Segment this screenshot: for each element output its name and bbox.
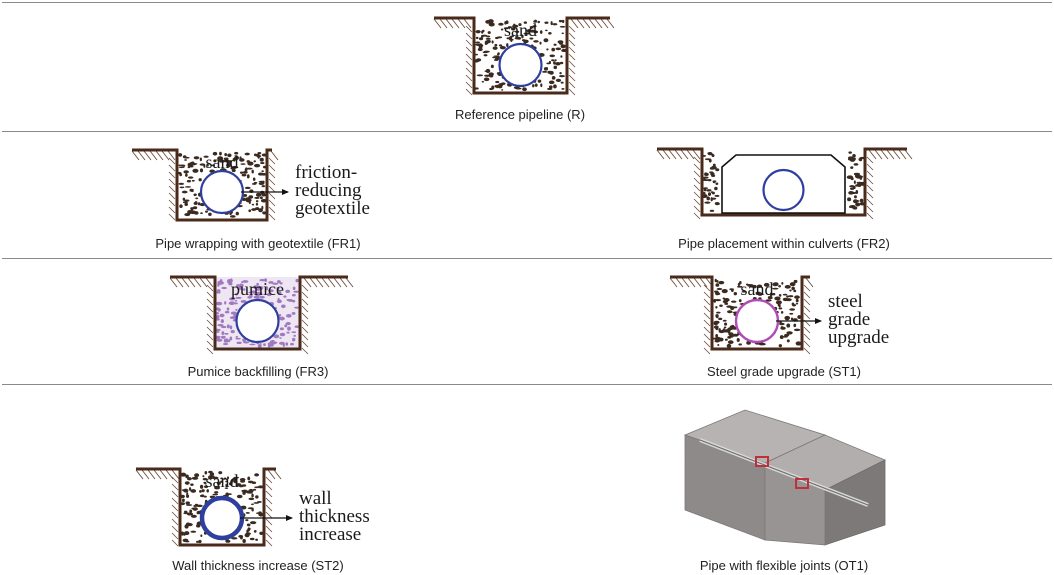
trench-wall-hatching (206, 284, 309, 355)
ground-hatching (131, 150, 176, 161)
annotation-text: increase (299, 524, 361, 545)
flexible-joint-icon (755, 456, 769, 467)
trench-outline (434, 16, 610, 95)
pipe-icon (199, 495, 245, 541)
ground-hatching (570, 18, 615, 29)
caption-fr2: Pipe placement within culverts (FR2) (678, 236, 890, 251)
annotation-text: friction- (295, 162, 357, 183)
annotation-text: steel (828, 291, 863, 312)
pipe-icon (734, 298, 780, 344)
ground-hatching (135, 469, 180, 480)
culvert-diagram-fr2 (656, 147, 913, 220)
ground-hatching (868, 149, 913, 160)
caption-reference: Reference pipeline (R) (454, 107, 586, 122)
flexible-joint-icon (795, 478, 809, 489)
annotation-text: reducing (295, 180, 362, 201)
trench-outline (670, 275, 810, 351)
ground-hatching (303, 277, 354, 288)
trench-wall-hatching (171, 476, 273, 547)
divider-1 (2, 131, 1052, 132)
backfill-texture (846, 151, 866, 210)
trench-outline (657, 147, 907, 217)
pipe-icon (498, 42, 543, 88)
trench-wall-hatching (465, 25, 576, 96)
caption-st2: Wall thickness increase (ST2) (172, 558, 344, 573)
annotation-text: upgrade (828, 327, 889, 348)
pipe-icon (235, 298, 280, 344)
pipe-icon (762, 168, 805, 212)
divider-3 (2, 384, 1052, 385)
backfill-label: sand (741, 279, 774, 299)
ground-hatching (169, 277, 214, 288)
trench-wall-hatching (168, 157, 276, 221)
trench-wall-hatching (693, 156, 874, 220)
ground-hatching (270, 150, 279, 161)
annotation-text: thickness (299, 506, 370, 527)
ground-hatching (805, 277, 814, 288)
backfill-texture (701, 151, 721, 212)
divider-2 (2, 258, 1052, 259)
ground-hatching (656, 149, 701, 160)
caption-fr1: Pipe wrapping with geotextile (FR1) (155, 236, 361, 251)
trench-wall-hatching (703, 284, 811, 355)
ground-hatching (669, 277, 714, 288)
caption-fr3: Pumice backfilling (FR3) (187, 364, 329, 379)
backfill-label: sand (206, 471, 239, 491)
annotation-text: geotextile (295, 198, 370, 219)
pipeline-3d-diagram-ot1 (683, 409, 886, 546)
ground-hatching (433, 18, 472, 29)
trench-diagram-r: sand (433, 16, 615, 96)
ground-hatching (267, 469, 282, 480)
trench-diagram-fr3: pumice (169, 275, 354, 355)
divider-top (2, 2, 1052, 3)
trench-outline (132, 148, 272, 222)
trench-outline (170, 275, 348, 351)
backfill-label: sand (504, 20, 537, 40)
caption-st1: Steel grade upgrade (ST1) (707, 364, 861, 379)
backfill-label: pumice (231, 279, 284, 299)
caption-ot1: Pipe with flexible joints (OT1) (699, 558, 869, 573)
annotation-text: grade (828, 309, 870, 330)
backfill-label: sand (206, 152, 239, 172)
trench-outline (136, 467, 276, 547)
annotation-text: wall (299, 488, 332, 509)
pipe-icon (199, 169, 245, 215)
